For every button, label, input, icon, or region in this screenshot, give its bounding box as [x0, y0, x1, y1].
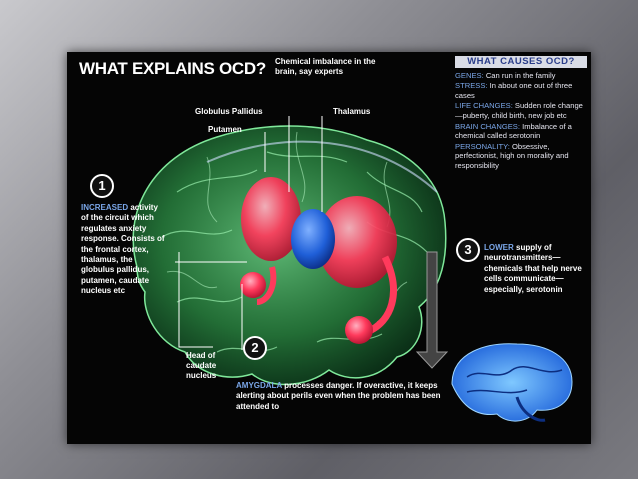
circuit-arc [206, 140, 438, 193]
brain-illustration [132, 116, 573, 422]
label-globulus-pallidus: Globulus Pallidus [195, 107, 263, 116]
red-regions [240, 177, 397, 344]
serotonin-brain-icon [451, 343, 573, 422]
cause-item-genes: GENES: Can run in the family [455, 70, 556, 80]
cause-item-stress: STRESS: In about one out of three cases [455, 81, 573, 100]
point-3-description: LOWER supply of neurotransmitters—chemic… [484, 243, 582, 294]
cause-item-personality: PERSONALITY: Obsessive, perfectionist, h… [455, 141, 569, 170]
cause-item-life-changes: LIFE CHANGES: Sudden role change—puberty… [455, 101, 583, 120]
infographic-panel: WHAT EXPLAINS OCD? Chemical imbalance in… [67, 52, 591, 444]
point-1-description: INCREASED activity of the circuit which … [81, 203, 165, 296]
page-subtitle: Chemical imbalance in the brain, say exp… [275, 57, 376, 76]
arrow-to-brain-icon [415, 251, 449, 369]
thalamus-shape [291, 209, 335, 269]
point-1-badge: 1 [90, 174, 114, 198]
label-putamen: Putamen [208, 125, 242, 134]
point-2-badge: 2 [243, 336, 267, 360]
leader-lines [175, 116, 323, 350]
causes-heading: WHAT CAUSES OCD? [455, 56, 587, 68]
label-thalamus: Thalamus [333, 107, 371, 116]
causes-box: WHAT CAUSES OCD? GENES: Can run in the f… [455, 56, 587, 172]
cause-item-brain-changes: BRAIN CHANGES: Imbalance of a chemical c… [455, 121, 572, 141]
point-2-description: AMYGDALA processes danger. If overactive… [236, 381, 441, 411]
point-3-badge: 3 [456, 238, 480, 262]
page-title: WHAT EXPLAINS OCD? [79, 59, 266, 78]
label-head-of-caudate: Head of caudate nucleus [186, 351, 217, 380]
